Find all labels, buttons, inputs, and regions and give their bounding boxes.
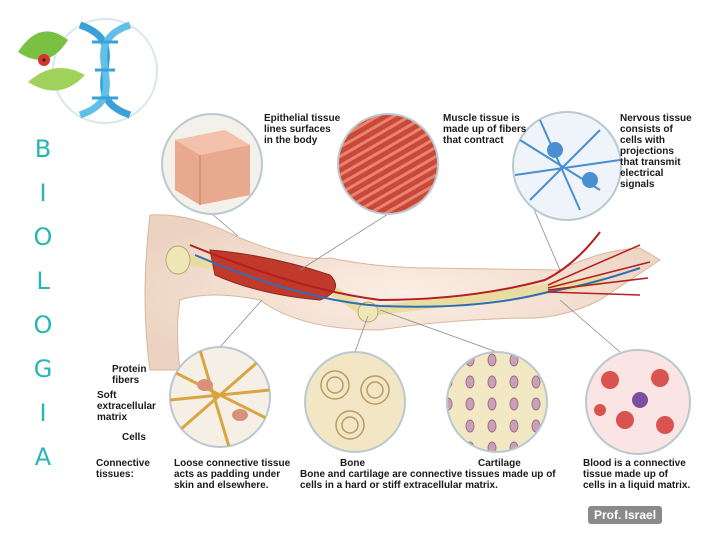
pointer-lines bbox=[211, 199, 621, 353]
soft-matrix-label: Soft extracellular matrix bbox=[97, 390, 156, 423]
title-letter: O bbox=[33, 223, 53, 251]
protein-fibers-label: Protein fibers bbox=[112, 364, 147, 386]
title-letter: I bbox=[39, 179, 47, 207]
dna-leaf-logo-icon bbox=[18, 18, 158, 124]
cartilage-tissue-circle bbox=[446, 351, 548, 453]
connective-tissues-label: Connective tissues: bbox=[96, 458, 150, 480]
title-letter: I bbox=[39, 399, 47, 427]
cartilage-label: Cartilage bbox=[478, 458, 521, 469]
muscle-label: Muscle tissue is made up of fibers that … bbox=[443, 113, 527, 146]
epithelial-label: Epithelial tissue lines surfaces in the … bbox=[264, 113, 341, 146]
cells-label: Cells bbox=[122, 432, 146, 443]
credit-badge: Prof. Israel bbox=[588, 506, 663, 524]
loose-connective-circle bbox=[169, 346, 271, 448]
nervous-label: Nervous tissue consists of cells with pr… bbox=[620, 113, 692, 190]
bone-cartilage-caption: Bone and cartilage are connective tissue… bbox=[300, 469, 556, 491]
nervous-tissue-circle bbox=[512, 111, 622, 221]
arm-skin bbox=[144, 214, 661, 371]
loose-connective-label: Loose connective tissue acts as padding … bbox=[174, 458, 291, 491]
title-letter: O bbox=[33, 311, 53, 339]
title-letter: G bbox=[33, 355, 53, 383]
title-letter: A bbox=[34, 443, 52, 471]
title-letter: L bbox=[36, 267, 50, 295]
bone-tissue-circle bbox=[304, 351, 406, 453]
blood-tissue-circle bbox=[585, 349, 691, 455]
title-letter: B bbox=[34, 135, 52, 163]
blood-label: Blood is a connective tissue made up of … bbox=[583, 458, 691, 491]
muscle-tissue-circle bbox=[337, 113, 439, 215]
bone-label: Bone bbox=[340, 458, 365, 469]
epithelial-tissue-circle bbox=[161, 113, 263, 215]
